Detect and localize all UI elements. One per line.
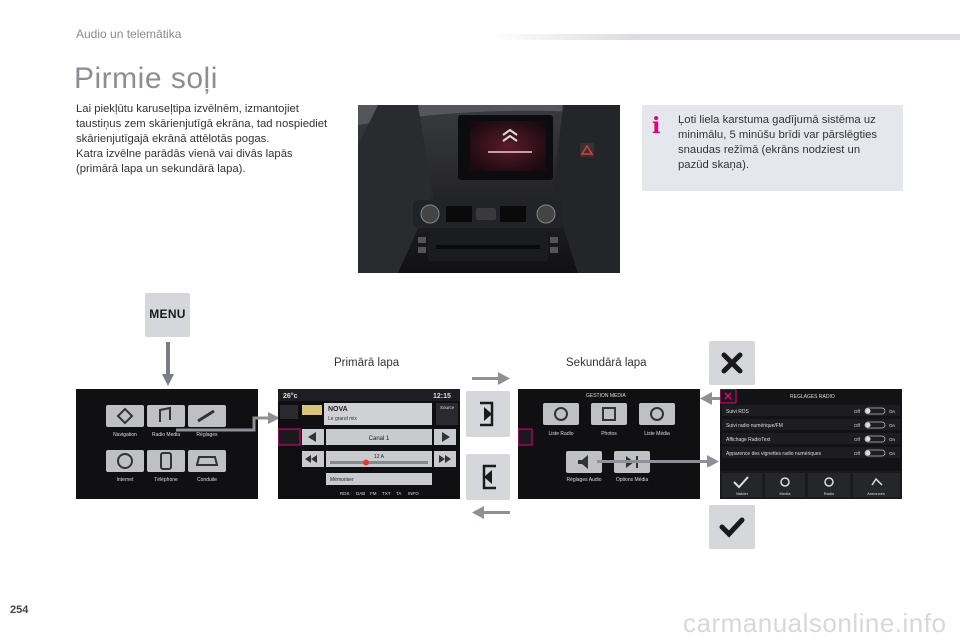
close-key[interactable] (709, 341, 755, 385)
radio-bottom-txt: TXT (382, 491, 391, 496)
main-menu-tile-radio-media[interactable] (147, 405, 185, 427)
settings-off-3: Off (854, 437, 861, 442)
media-label-media-options: Options Média (616, 477, 648, 483)
main-menu-label-internet: Internet (117, 477, 135, 483)
settings-tab-media[interactable] (765, 473, 805, 497)
close-icon (721, 352, 743, 374)
main-menu-tile-telephone[interactable] (147, 450, 185, 472)
main-menu-tile-internet[interactable] (106, 450, 144, 472)
toggle-thumbnails[interactable] (864, 449, 886, 457)
media-title: GESTION MEDIA (586, 393, 626, 399)
radio-temperature: 26°c (283, 392, 298, 400)
connector-arrow-icon (176, 412, 280, 432)
next-page-key[interactable] (466, 391, 510, 437)
radio-bottom-fm: FM (370, 491, 377, 496)
settings-row-radiotext: Affichage RadioText (726, 437, 771, 443)
intro-text: Lai piekļūtu karuseļtipa izvēlnēm, izman… (76, 102, 336, 177)
radio-bottom-info: INFO (408, 491, 419, 496)
settings-tab-label-announcements: Annonces (867, 491, 885, 496)
menu-key-label: MENU (149, 307, 186, 321)
settings-on-2: On (889, 423, 896, 428)
main-menu-label-radio-media: Radio Media (152, 432, 180, 438)
header-rule (490, 34, 960, 40)
media-label-audio-settings: Réglages Audio (566, 477, 601, 483)
radio-bottom-dab: DAB (356, 491, 365, 496)
page-title: Pirmie soļi (74, 62, 218, 95)
main-menu-label-navigation: Navigation (113, 432, 137, 438)
page-forward-icon (480, 401, 494, 427)
settings-row-rds: Suivi RDS (726, 409, 749, 415)
media-label-media-list: Liste Média (644, 431, 670, 437)
settings-title: REGLAGES RADIO (790, 394, 835, 400)
primary-page-label: Primārā lapa (334, 357, 400, 369)
checkmark-icon (719, 517, 745, 538)
settings-on-4: On (889, 451, 896, 456)
main-menu-tile-navigation[interactable] (106, 405, 144, 427)
toggle-radiotext[interactable] (864, 435, 886, 443)
toggle-digital-fm[interactable] (864, 421, 886, 429)
memorise-button[interactable] (326, 473, 432, 485)
screen-main-menu: Navigation Radio Media Réglages Internet… (76, 389, 258, 499)
settings-off-1: Off (854, 409, 861, 414)
media-label-radio-list: Liste Radio (548, 431, 573, 437)
main-menu-label-driving: Conduite (197, 477, 217, 483)
settings-tab-announcements[interactable] (853, 473, 900, 497)
info-note-text: Ļoti liela karstuma gadījumā sistēma uz … (678, 114, 878, 171)
menu-key-button[interactable]: MENU (145, 293, 190, 337)
media-tile-media-list[interactable] (639, 403, 675, 425)
screen-radio-primary: 26°c 12:15 NOVA Le grand mix Source Cana… (278, 389, 460, 499)
intro-paragraph-2: Katra izvēlne parādās vienā vai divās la… (76, 148, 293, 175)
main-menu-tile-settings[interactable] (188, 405, 226, 427)
radio-bottom-ta: TA (396, 491, 401, 496)
settings-on-1: On (889, 409, 896, 414)
radio-memorise-label: Mémoriser (330, 477, 354, 483)
watermark: carmanualsonline.info (683, 608, 947, 638)
settings-tab-label-radio: Radio (824, 491, 835, 496)
section-header: Audio un telemātika (76, 27, 182, 41)
main-menu-tile-driving[interactable] (188, 450, 226, 472)
down-arrow-icon (162, 342, 174, 386)
settings-off-2: Off (854, 423, 861, 428)
radio-source-label: Source (440, 405, 455, 410)
settings-tab-label-media: Media (780, 491, 792, 496)
main-menu-label-telephone: Téléphone (154, 477, 178, 483)
main-menu-label-settings: Réglages (196, 432, 218, 438)
media-tile-audio-settings[interactable] (566, 451, 602, 473)
confirm-key[interactable] (709, 505, 755, 549)
radio-frequency: 12 A (374, 454, 385, 460)
prev-page-key[interactable] (466, 454, 510, 500)
left-arrow-icon (472, 506, 510, 519)
settings-row-thumbnails: Apparence des vignettes radio numériques (726, 451, 822, 457)
info-note-box: i Ļoti liela karstuma gadījumā sistēma u… (642, 105, 903, 191)
settings-off-4: Off (854, 451, 861, 456)
radio-channel: Canal 1 (369, 436, 390, 442)
settings-row-digital-fm: Suivi radio numérique/FM (726, 423, 783, 429)
toggle-rds[interactable] (864, 407, 886, 415)
settings-on-3: On (889, 437, 896, 442)
secondary-page-label: Sekundārā lapa (566, 357, 647, 369)
media-label-photos: Photos (601, 431, 617, 437)
screen-media-secondary: GESTION MEDIA Liste Radio Photos Liste M… (518, 389, 700, 499)
radio-clock: 12:15 (433, 393, 451, 400)
page-number: 254 (10, 604, 29, 616)
radio-station-name: NOVA (328, 406, 348, 413)
info-icon: i (652, 113, 661, 139)
settings-tab-radio[interactable] (808, 473, 850, 497)
radio-bottom-rds: RDS (340, 491, 350, 496)
media-tile-radio-list[interactable] (543, 403, 579, 425)
right-arrow-icon (472, 372, 510, 385)
dashboard-photo (358, 105, 620, 273)
settings-tab-label-confirm: Valider (736, 491, 749, 496)
page-back-icon (482, 464, 496, 490)
screen-radio-settings: REGLAGES RADIO Suivi RDS Suivi radio num… (720, 389, 902, 499)
connector-arrow-right-icon (597, 455, 719, 467)
media-tile-photos[interactable] (591, 403, 627, 425)
radio-song-title: Le grand mix (328, 416, 357, 422)
intro-paragraph-1: Lai piekļūtu karuseļtipa izvēlnēm, izman… (76, 103, 328, 145)
